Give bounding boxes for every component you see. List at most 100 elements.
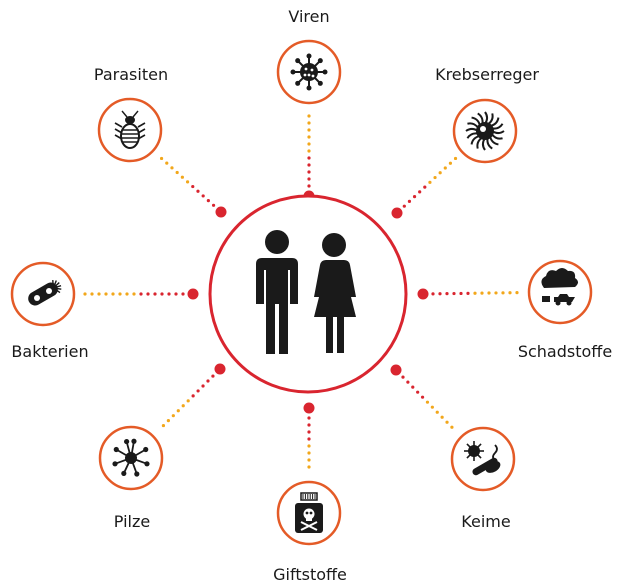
- connector-dot: [431, 292, 435, 296]
- label-parasiten: Parasiten: [93, 65, 169, 84]
- connector-dot: [307, 170, 311, 174]
- connector-dot: [111, 292, 115, 296]
- connector-dot: [160, 292, 164, 296]
- node-giftstoffe: [276, 480, 342, 546]
- connector-dot: [443, 166, 447, 170]
- connector-end-dot: [391, 207, 403, 219]
- node-bakterien: [10, 261, 76, 327]
- connector-dot: [146, 292, 150, 296]
- man-and-woman-icon: [256, 230, 356, 354]
- connector-dot: [181, 404, 185, 408]
- connector-end-dot: [390, 364, 402, 376]
- parasite-bug-icon: [114, 110, 146, 149]
- connector-dot: [428, 180, 432, 184]
- connector-dot: [167, 292, 171, 296]
- connector-dot: [473, 291, 477, 295]
- connector-dot: [423, 185, 427, 189]
- connector-dot: [307, 121, 311, 125]
- connector-dot: [196, 189, 200, 193]
- connector-dot: [171, 414, 175, 418]
- connector-dot: [191, 184, 195, 189]
- connector-dot: [307, 184, 311, 188]
- label-pilze: Pilze: [113, 512, 151, 531]
- connector-end-dot: [214, 363, 226, 375]
- connector-dot: [411, 385, 415, 389]
- connector-dot: [165, 161, 169, 165]
- connector-dot: [508, 291, 512, 295]
- node-krebserreger: [452, 98, 518, 164]
- fungus-spore-icon: [112, 438, 150, 477]
- connector-dot: [402, 204, 406, 208]
- pollution-smoke-car-icon: [541, 268, 578, 306]
- connector-lines: [83, 114, 519, 469]
- connector-dot: [307, 458, 311, 462]
- connector-dot: [307, 430, 311, 434]
- connector-end-dot: [303, 402, 315, 414]
- connector-dot: [196, 389, 200, 393]
- connector-dot: [401, 375, 405, 379]
- connector-dot: [494, 291, 498, 295]
- connector-dot: [191, 394, 195, 398]
- connector-dot: [438, 171, 442, 175]
- connector-end-dot: [417, 288, 429, 300]
- connector-dot: [412, 195, 417, 199]
- connector-dot: [466, 291, 470, 295]
- connector-dot: [104, 292, 108, 296]
- connector-dot: [161, 423, 166, 428]
- connector-dot: [307, 163, 311, 167]
- connector-dot: [97, 292, 101, 296]
- connector-dot: [83, 292, 87, 296]
- node-schadstoffe: [527, 259, 593, 325]
- connector-dot: [125, 292, 129, 296]
- connector-dot: [118, 292, 122, 296]
- connector-dot: [487, 291, 491, 295]
- connector-dot: [206, 199, 210, 203]
- connector-dot: [211, 203, 216, 207]
- connector-dot: [430, 405, 434, 409]
- connector-dot: [175, 170, 179, 175]
- connector-dot: [176, 409, 180, 413]
- node-pilze: [98, 425, 164, 491]
- connector-dot: [406, 380, 410, 384]
- label-krebserreger: Krebserreger: [435, 65, 539, 84]
- label-giftstoffe: Giftstoffe: [273, 565, 347, 584]
- poison-bottle-icon: [295, 492, 323, 533]
- connector-dot: [307, 423, 311, 427]
- connector-dot: [307, 177, 311, 181]
- connector-dot: [420, 395, 425, 399]
- connector-dot: [132, 292, 136, 296]
- label-keime: Keime: [461, 512, 511, 531]
- virus-icon: [290, 53, 328, 91]
- label-bakterien: Bakterien: [11, 342, 89, 361]
- connector-dot: [459, 291, 463, 296]
- carcinogen-cell-icon: [465, 111, 505, 151]
- connector-dot: [186, 399, 190, 403]
- connector-dot: [139, 292, 143, 296]
- connector-dot: [416, 390, 420, 394]
- node-keime: [450, 426, 516, 492]
- connector-dot: [307, 114, 311, 118]
- connector-dot: [307, 465, 311, 469]
- center-circle: [208, 194, 408, 394]
- connector-dot: [90, 292, 94, 296]
- connector-dot: [174, 292, 178, 296]
- connector-dot: [435, 410, 439, 414]
- connector-dot: [418, 190, 422, 194]
- connector-dot: [170, 166, 174, 170]
- connector-dot: [438, 292, 442, 296]
- connector-dot: [515, 291, 519, 295]
- connector-dot: [307, 444, 311, 448]
- connector-dot: [201, 194, 205, 198]
- connector-dot: [201, 384, 205, 388]
- connector-dot: [307, 149, 311, 153]
- connector-dot: [307, 437, 311, 441]
- connector-dot: [407, 199, 412, 204]
- connector-dot: [307, 156, 311, 160]
- connector-dot: [501, 291, 505, 295]
- label-viren: Viren: [288, 7, 330, 26]
- connector-dot: [166, 419, 170, 423]
- connector-dot: [206, 379, 210, 383]
- connector-dot: [452, 291, 456, 296]
- node-parasiten: [97, 97, 163, 163]
